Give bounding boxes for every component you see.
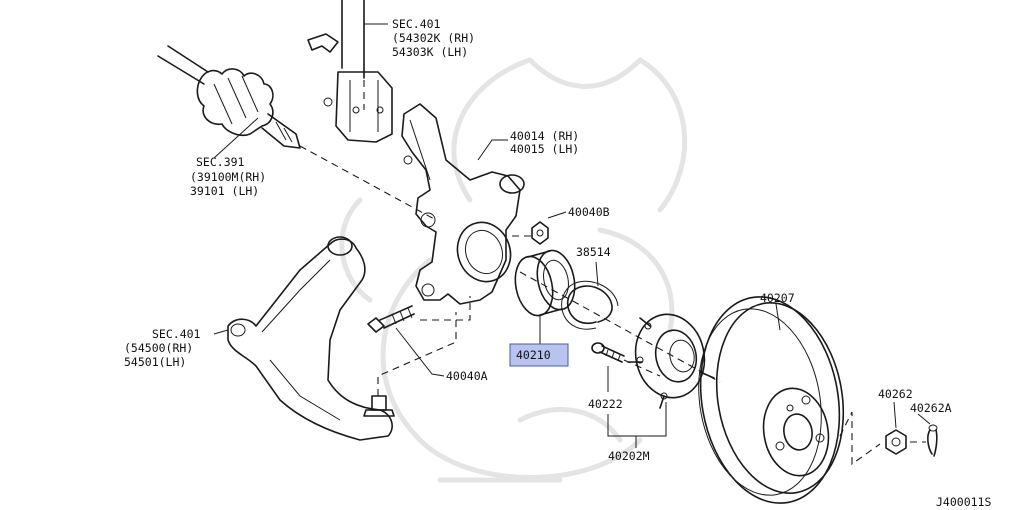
- label-40262[interactable]: 40262: [878, 387, 913, 401]
- label-40207[interactable]: 40207: [760, 291, 795, 305]
- strut-bracket[interactable]: [307, 0, 393, 143]
- wheel-hub[interactable]: [627, 308, 715, 409]
- label-sec391-rh: (39100M(RH): [190, 170, 266, 184]
- steering-knuckle[interactable]: [401, 103, 525, 305]
- diagram-code: J400011S: [936, 495, 991, 509]
- label-40210[interactable]: 40210: [516, 348, 551, 362]
- label-40222[interactable]: 40222: [588, 397, 623, 411]
- watermark-logo: [339, 57, 688, 483]
- knuckle-nut[interactable]: [531, 221, 549, 245]
- wheel-bearing[interactable]: [510, 247, 580, 319]
- label-sec391[interactable]: SEC.391: [196, 155, 245, 169]
- label-38514[interactable]: 38514: [576, 245, 611, 259]
- label-sec401-bottom[interactable]: SEC.401: [152, 327, 201, 341]
- brake-rotor[interactable]: [685, 286, 858, 510]
- cotter-pin[interactable]: [927, 424, 938, 457]
- label-40040b[interactable]: 40040B: [568, 205, 610, 219]
- drive-shaft[interactable]: [157, 45, 301, 149]
- label-sec401-top[interactable]: SEC.401: [392, 17, 441, 31]
- label-knuckle-rh[interactable]: 40014 (RH): [510, 129, 579, 143]
- lower-control-arm[interactable]: [227, 236, 393, 441]
- snap-ring[interactable]: [561, 280, 619, 330]
- leader-lines: [213, 23, 931, 448]
- hub-nut[interactable]: [885, 429, 907, 455]
- label-sec401-top-rh: (54302K (RH): [392, 31, 475, 45]
- assembly-lines: [299, 68, 926, 466]
- label-sec391-lh: 39101 (LH): [190, 184, 259, 198]
- label-40040a[interactable]: 40040A: [446, 369, 488, 383]
- label-sec401-bottom-rh: (54500(RH): [124, 341, 193, 355]
- label-knuckle-lh[interactable]: 40015 (LH): [510, 142, 579, 156]
- label-40262a[interactable]: 40262A: [910, 401, 952, 415]
- label-40202m[interactable]: 40202M: [608, 449, 650, 463]
- part-labels: SEC.401 (54302K (RH) 54303K (LH) 40014 (…: [124, 17, 991, 509]
- knuckle-bolt[interactable]: [367, 305, 415, 333]
- label-sec401-bottom-lh: 54501(LH): [124, 355, 186, 369]
- label-sec401-top-lh: 54303K (LH): [392, 45, 468, 59]
- highlight-box: [509, 343, 569, 367]
- ball-joint[interactable]: [363, 395, 395, 417]
- hub-bolt[interactable]: [591, 342, 625, 363]
